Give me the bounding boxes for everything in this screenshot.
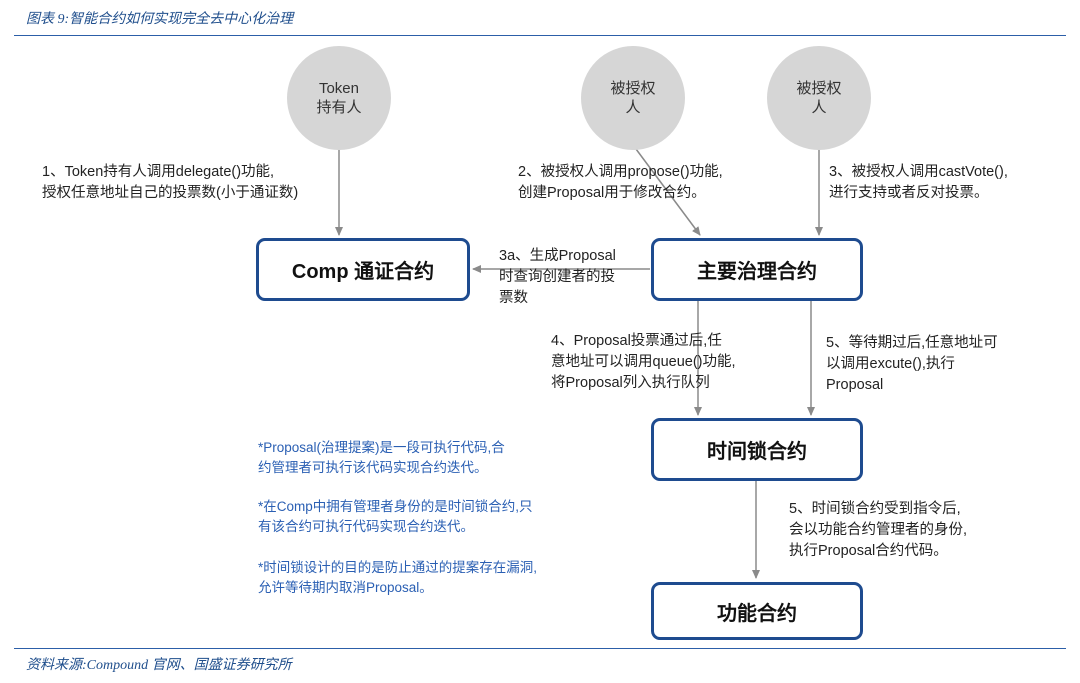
note-proposal-definition: *Proposal(治理提案)是一段可执行代码,合 约管理者可执行该代码实现合约… [258, 438, 505, 478]
step1-label: 1、Token持有人调用delegate()功能, 授权任意地址自己的投票数(小… [42, 162, 298, 204]
step1-line2: 授权任意地址自己的投票数(小于通证数) [42, 185, 299, 201]
voter-node: 被授权 人 [767, 46, 871, 150]
note3-line2: 允许等待期内取消Proposal。 [258, 580, 433, 595]
note1-line2: 约管理者可执行该代码实现合约迭代。 [258, 460, 488, 475]
note3-line1: *时间锁设计的目的是防止通过的提案存在漏洞, [258, 560, 538, 575]
step4-line2: 意地址可以调用queue()功能, [551, 354, 736, 370]
step5a-label: 5、等待期过后,任意地址可 以调用excute(),执行 Proposal [826, 333, 998, 396]
step3a-line3: 票数 [499, 290, 528, 306]
governor-contract: 主要治理合约 [651, 238, 863, 301]
step2-line1: 2、被授权人调用propose()功能, [518, 164, 723, 180]
note2-line1: *在Comp中拥有管理者身份的是时间锁合约,只 [258, 499, 533, 514]
step5a-line3: Proposal [826, 377, 884, 393]
step3-line2: 进行支持或者反对投票。 [829, 185, 989, 201]
step4-line1: 4、Proposal投票通过后,任 [551, 333, 722, 349]
step1-line1: 1、Token持有人调用delegate()功能, [42, 164, 275, 180]
function-contract: 功能合约 [651, 582, 863, 640]
token-holder-node: Token 持有人 [287, 46, 391, 150]
step3a-label: 3a、生成Proposal 时查询创建者的投 票数 [499, 246, 616, 309]
figure-title: 图表 9:智能合约如何实现完全去中心化治理 [26, 12, 294, 27]
step5b-line2: 会以功能合约管理者的身份, [789, 522, 968, 538]
step3a-line2: 时查询创建者的投 [499, 269, 615, 285]
step5b-label: 5、时间锁合约受到指令后, 会以功能合约管理者的身份, 执行Proposal合约… [789, 499, 967, 562]
voter-line2: 人 [811, 99, 827, 116]
step5a-line2: 以调用excute(),执行 [826, 356, 955, 372]
arrow-proposer-to-governor [632, 144, 701, 236]
step2-line2: 创建Proposal用于修改合约。 [518, 185, 706, 201]
voter-line1: 被授权 [796, 80, 842, 97]
step4-label: 4、Proposal投票通过后,任 意地址可以调用queue()功能, 将Pro… [551, 331, 736, 394]
note1-line1: *Proposal(治理提案)是一段可执行代码,合 [258, 440, 505, 455]
note-timelock-purpose: *时间锁设计的目的是防止通过的提案存在漏洞, 允许等待期内取消Proposal。 [258, 558, 537, 598]
step4-line3: 将Proposal列入执行队列 [551, 375, 710, 391]
step5b-line3: 执行Proposal合约代码。 [789, 543, 948, 559]
token-holder-line1: Token [318, 80, 359, 97]
proposer-line1: 被授权 [610, 80, 656, 97]
step3a-line1: 3a、生成Proposal [499, 248, 616, 264]
step3-label: 3、被授权人调用castVote(), 进行支持或者反对投票。 [829, 162, 1008, 204]
note2-line2: 有该合约可执行代码实现合约迭代。 [258, 519, 474, 534]
token-holder-line2: 持有人 [316, 99, 362, 116]
bottom-divider [14, 648, 1066, 649]
comp-token-contract: Comp 通证合约 [256, 238, 470, 301]
source-note: 资料来源:Compound 官网、国盛证券研究所 [26, 658, 292, 673]
note-admin-role: *在Comp中拥有管理者身份的是时间锁合约,只 有该合约可执行代码实现合约迭代。 [258, 497, 533, 537]
proposer-line2: 人 [625, 99, 641, 116]
step2-label: 2、被授权人调用propose()功能, 创建Proposal用于修改合约。 [518, 162, 723, 204]
step5b-line1: 5、时间锁合约受到指令后, [789, 501, 961, 517]
top-divider [14, 35, 1066, 36]
timelock-contract: 时间锁合约 [651, 418, 863, 481]
proposer-node: 被授权 人 [581, 46, 685, 150]
step5a-line1: 5、等待期过后,任意地址可 [826, 335, 998, 351]
step3-line1: 3、被授权人调用castVote(), [829, 164, 1008, 180]
